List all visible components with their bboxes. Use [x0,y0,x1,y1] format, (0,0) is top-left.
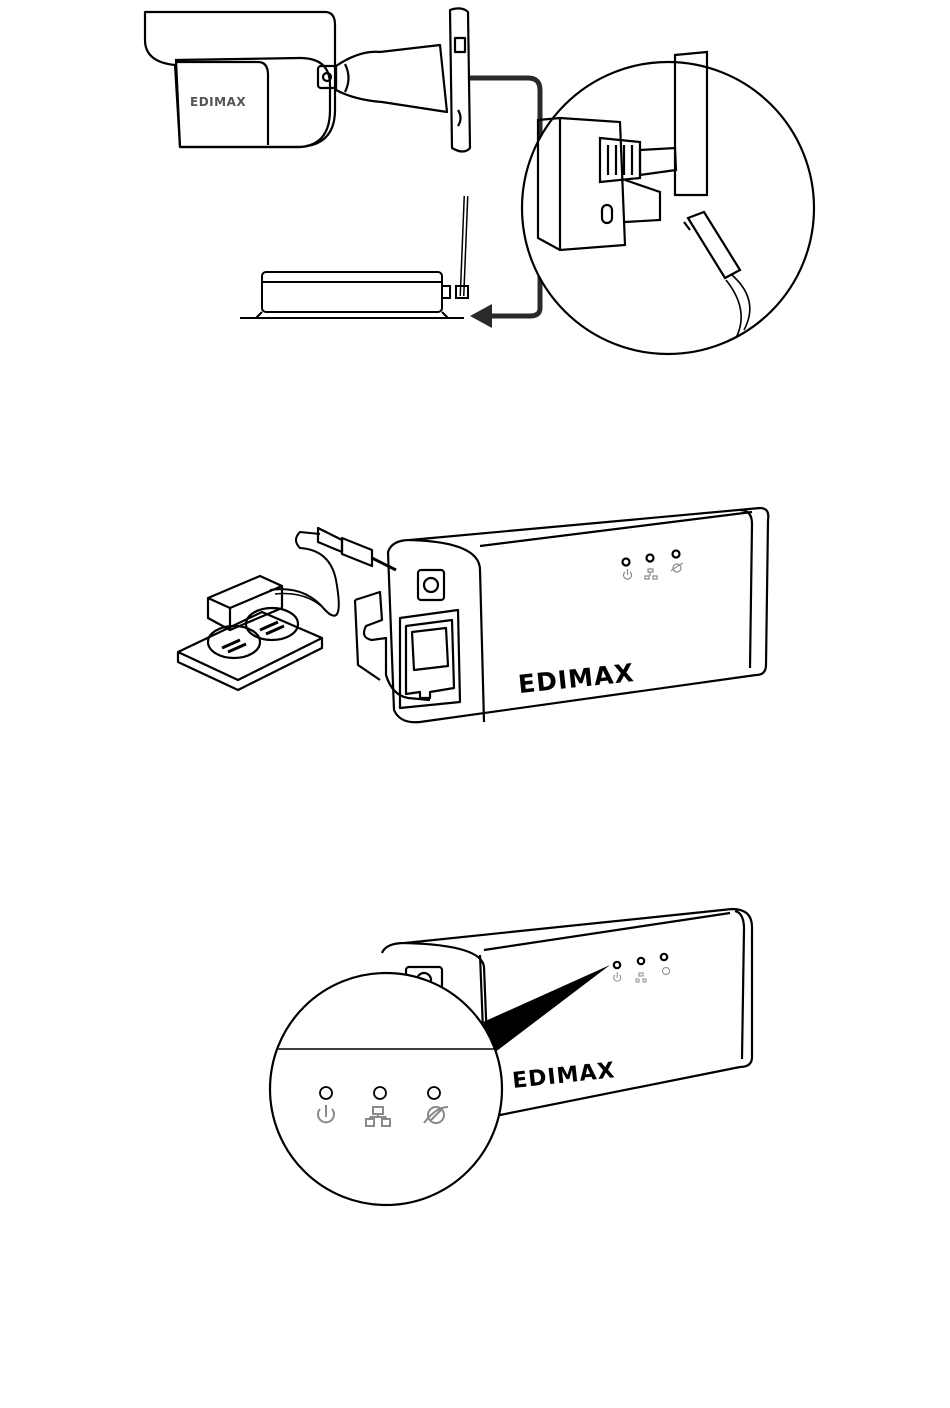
bridge-side-body [262,272,442,312]
zoom-circle [522,52,814,354]
power-connection-figure: EDIMAX [0,490,950,750]
dc-jack [418,570,444,600]
camera-body [145,12,335,147]
bridge-logo-zoom: EDIMAX [511,1058,616,1094]
camera-connection-figure: EDIMAX [0,0,950,360]
led-lan-zoom-small [638,958,644,964]
led-internet-zoom-small [661,954,667,960]
led-zoom-circle [270,973,502,1205]
power-cable [270,532,339,616]
led-power [623,559,630,566]
power-connection-svg: EDIMAX [0,490,950,750]
led-zoom-figure: EDIMAX [0,895,950,1215]
led-zoom-svg: EDIMAX [0,895,950,1215]
wall-plate [450,8,470,151]
camera-logo: EDIMAX [190,95,246,109]
bridge-logo: EDIMAX [517,658,636,699]
arrow-head [470,304,492,328]
led-internet [673,551,680,558]
led-power-zoom-small [614,962,620,968]
lan-icon [645,569,657,579]
led-lan [647,555,654,562]
camera-connection-svg: EDIMAX [0,0,950,360]
zoom-wedge [472,965,610,1053]
power-icon [623,569,631,579]
camera-arm [336,45,447,112]
